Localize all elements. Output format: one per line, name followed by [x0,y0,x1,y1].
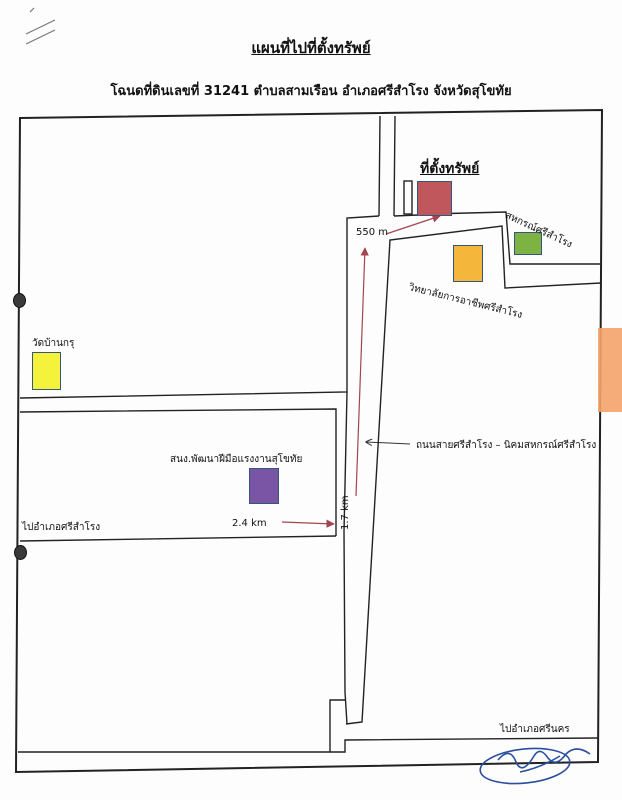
road-lines [18,115,602,753]
distance-550m-label: 550 m [356,227,389,238]
college-marker [453,245,483,282]
distance-2-4km-label: 2.4 km [232,518,267,529]
road-name-label: ถนนสายศรีสำโรง – นิคมสหกรณ์ศรีสำโรง [416,440,597,451]
arrow-road-name [366,442,411,444]
signature [479,747,591,785]
to-si-samrong-label: ไปอำเภอศรีสำโรง [22,522,101,533]
map-subtitle: โฉนดที่ดินเลขที่ 31241 ตำบลสามเรือน อำเภ… [110,84,512,99]
skills-office-marker [249,468,279,504]
arrow-550m [385,214,441,235]
arrow-2-4km [281,519,335,528]
cooperative-marker [514,232,542,255]
tape-strip [598,328,622,412]
skills-office-label: สนง.พัฒนาฝีมือแรงงานสุโขทัย [170,454,303,465]
scribble-marks [25,7,56,45]
distance-1-7km-label: 1.7 km [340,495,351,530]
property-label: ที่ตั้งทรัพย์ [420,161,480,177]
punch-hole-top [13,293,26,308]
property-marker [417,181,452,216]
temple-marker [32,352,61,390]
map-title: แผนที่ไปที่ตั้งทรัพย์ [251,39,371,57]
to-si-nakhon-label: ไปอำเภอศรีนคร [500,724,570,735]
arrow-1-7km [355,247,369,497]
temple-label: วัดบ้านกรุ [32,338,75,349]
punch-hole-bottom [14,545,27,560]
